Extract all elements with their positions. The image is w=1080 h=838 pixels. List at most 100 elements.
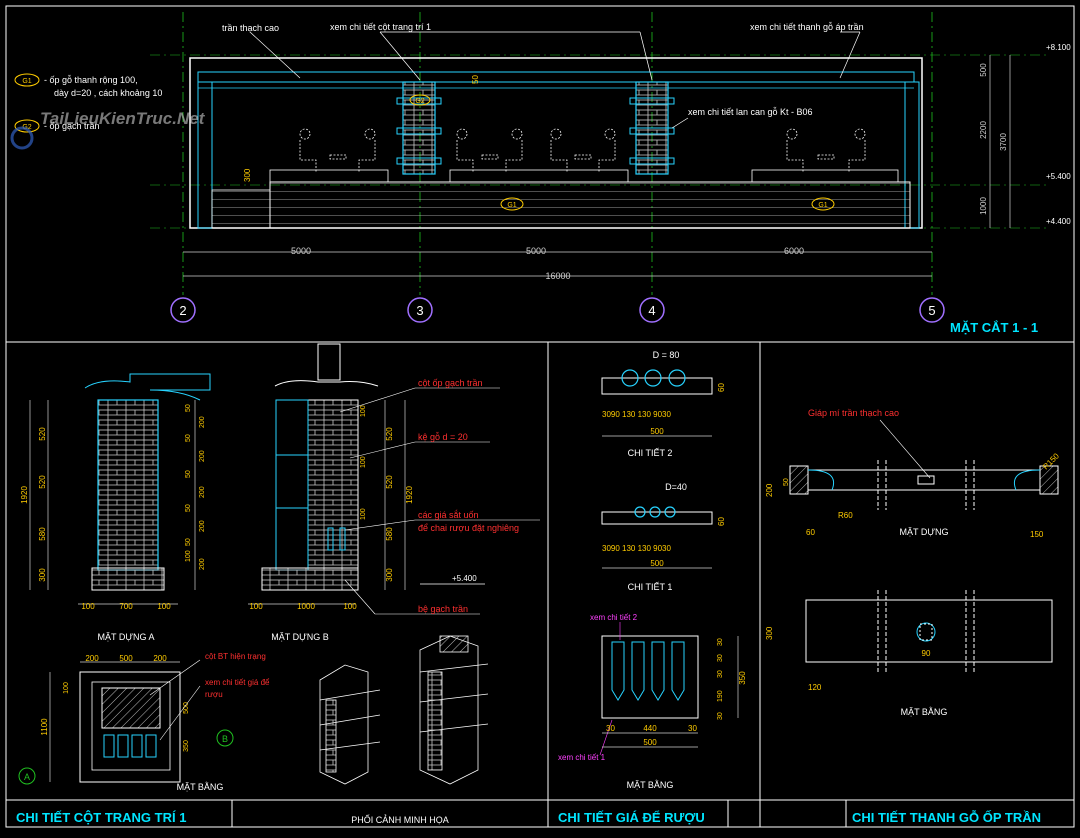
tag-g2-column [409,94,431,106]
decor-column-4 [629,81,675,175]
stair-steps [211,189,271,229]
svg-text:300: 300 [765,626,774,640]
wood-plan-label: MẶT BẰNG [901,707,948,717]
svg-text:200: 200 [199,520,206,532]
rack-plan: xem chi tiết 2 xem chi tiết 1 30 440 30 … [558,613,747,790]
svg-text:60: 60 [806,528,815,537]
svg-text:60: 60 [717,383,726,392]
wood-elevation-label: MẶT DỰNG [899,527,948,537]
svg-text:100: 100 [81,602,95,611]
svg-text:G1: G1 [22,78,31,85]
section-title: MẶT CẮT 1 - 1 [950,320,1038,335]
wood-detail-panel: Giáp mí trần thạch cao 200 50 R60 60 R15… [765,408,1061,827]
right-wall [904,81,920,229]
svg-text:30: 30 [717,670,724,678]
axis-bubble-2: 2 [179,303,186,318]
rack-ct1-label: CHI TIẾT 1 [628,582,673,592]
svg-text:90: 90 [922,649,931,658]
rack-detail-panel: D = 80 60 3090 130 130 9030 500 CHI TIẾT… [558,350,747,827]
wood-elevation [789,460,1059,510]
svg-text:150: 150 [1030,530,1044,539]
svg-text:1100: 1100 [40,718,49,736]
note-wood-ref: xem chi tiết thanh gỗ áp trần [750,22,864,32]
dim-h-total: 3700 [999,133,1008,151]
axis-marker-a: A [24,772,30,782]
dim-span1: 5000 [291,246,311,256]
svg-text:50: 50 [783,478,790,486]
note-ref-ct2: xem chi tiết 2 [590,613,638,622]
svg-text:30: 30 [688,724,697,733]
svg-text:50: 50 [185,504,192,512]
svg-text:100: 100 [157,602,171,611]
svg-text:500: 500 [119,654,133,663]
tag-g1-right [811,197,835,211]
tag-g1-center [500,197,524,211]
svg-text:D = 80: D = 80 [653,350,680,360]
left-wall [197,81,213,229]
note-rack-ref-1: xem chi tiết giá để [205,678,270,687]
svg-text:R60: R60 [838,511,853,520]
sheet-border [5,5,1075,828]
svg-text:30: 30 [717,638,724,646]
note-column-ref: xem chi tiết cột trang trí 1 [330,22,431,32]
svg-text:300: 300 [385,568,394,582]
column-plan: 200 500 200 1100 100 500 350 cột BT hiện… [18,652,270,792]
svg-text:350: 350 [183,740,190,752]
perspective-label: PHỐI CẢNH MINH HỌA [351,814,449,825]
dim-step: 300 [243,168,252,182]
note-rack-ref-2: rượu [205,690,223,699]
level-top: +8.100 [1046,43,1071,52]
svg-text:50: 50 [185,538,192,546]
svg-text:200: 200 [199,450,206,462]
svg-text:520: 520 [385,427,394,441]
dim-span2: 5000 [526,246,546,256]
svg-text:500: 500 [183,702,190,714]
legend-g1-line1: - ốp gỗ thanh rộng 100, [44,75,138,85]
svg-text:30: 30 [717,654,724,662]
svg-text:30: 30 [606,724,615,733]
note-gypsum-joint: Giáp mí trần thạch cao [808,408,899,418]
svg-text:50: 50 [185,434,192,442]
seating-figures [299,128,866,172]
svg-text:G1: G1 [818,202,827,209]
svg-text:520: 520 [38,427,47,441]
svg-text:50: 50 [185,470,192,478]
svg-text:D=40: D=40 [665,482,687,492]
axis-bubbles: 2 3 4 5 [170,297,945,323]
wood-plan [805,590,1053,672]
svg-text:100: 100 [360,508,367,520]
elevation-b-level: +5.400 [452,574,477,583]
column-detail-title: CHI TIẾT CỘT TRANG TRÍ 1 [16,810,186,825]
axis-bubble-3: 3 [416,303,423,318]
svg-text:G2: G2 [415,98,424,105]
dim-total: 16000 [545,271,570,281]
note-brick-column: cột ốp gạch trần [418,378,483,388]
svg-text:3090 130 130 9030: 3090 130 130 9030 [602,544,672,553]
tables [269,169,899,183]
svg-text:190: 190 [717,690,724,702]
level-low: +4.400 [1046,217,1071,226]
svg-text:200: 200 [199,486,206,498]
elevation-a-label: MẶT DỰNG A [97,632,154,642]
dim-h-mid: 2200 [979,121,988,139]
svg-text:100: 100 [185,550,192,562]
raised-platform [269,181,911,229]
section-1-1: trần thạch cao xem chi tiết cột trang tr… [150,12,1071,335]
legend-g2-tag [14,119,40,133]
rack-detail-title: CHI TIẾT GIÁ ĐỂ RƯỢU [558,810,705,825]
svg-text:G1: G1 [507,202,516,209]
svg-text:1000: 1000 [297,602,315,611]
axis-bubble-4: 4 [648,303,655,318]
svg-text:3090 130 130 9030: 3090 130 130 9030 [602,410,672,419]
note-ref-ct1: xem chi tiết 1 [558,753,606,762]
note-wood-shelf: kệ gỗ d = 20 [418,432,468,442]
elevation-a: 520 520 580 300 1920 50 200 50 200 50 20… [20,373,211,642]
svg-text:200: 200 [85,654,99,663]
legend-g2-line: - ốp gạch trần [44,121,100,131]
svg-text:200: 200 [153,654,167,663]
axis-bubble-5: 5 [928,303,935,318]
level-mid: +5.400 [1046,172,1071,181]
dim-span3: 6000 [784,246,804,256]
svg-text:520: 520 [38,475,47,489]
